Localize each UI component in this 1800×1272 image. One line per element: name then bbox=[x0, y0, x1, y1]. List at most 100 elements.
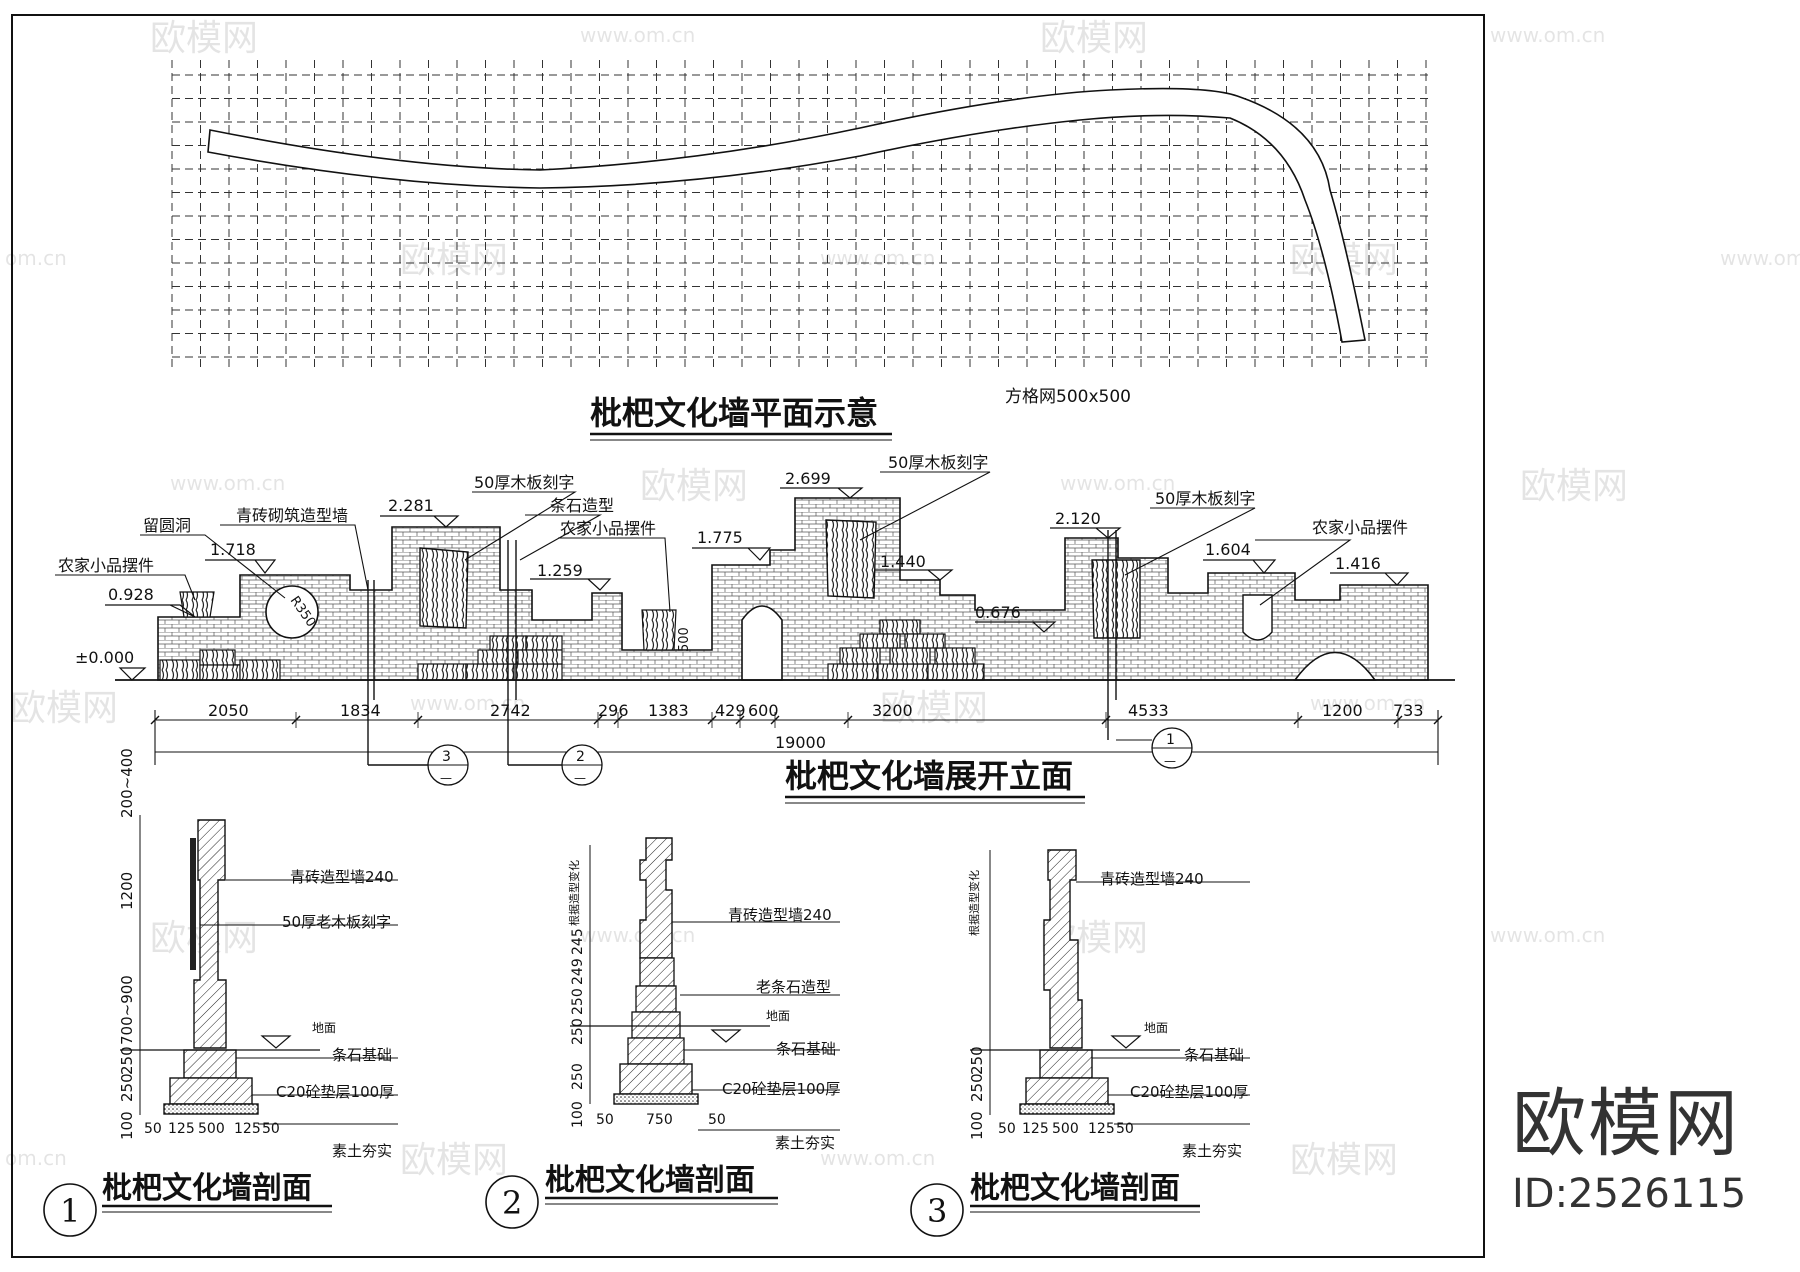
watermark-url: www.om.cn bbox=[1490, 923, 1605, 947]
section-label: C20砼垫层100厚 bbox=[1130, 1083, 1248, 1101]
dimension-value: 3200 bbox=[872, 701, 913, 720]
horizontal-dim: 500 bbox=[198, 1121, 225, 1137]
vertical-dim: 100 bbox=[570, 1101, 586, 1128]
section-mark-sheet: — bbox=[440, 771, 452, 785]
vertical-dim: 100 bbox=[118, 1111, 136, 1140]
ground-marker bbox=[260, 1035, 292, 1049]
horizontal-dim: 125 bbox=[168, 1121, 195, 1137]
watermark-url: www.om.cn bbox=[820, 246, 935, 270]
horizontal-dim: 50 bbox=[596, 1112, 614, 1128]
watermark-logo: 欧模网 bbox=[1040, 18, 1148, 59]
level-value: 1.718 bbox=[210, 540, 256, 559]
level-value: ±0.000 bbox=[75, 648, 134, 667]
level-value: 1.440 bbox=[880, 552, 926, 571]
section-title: 枇杷文化墙剖面 bbox=[545, 1163, 755, 1198]
section-number: 3 bbox=[927, 1192, 947, 1230]
watermark-url: www.om.cn bbox=[1720, 246, 1800, 270]
section-wall-hatch bbox=[1043, 849, 1083, 1049]
callout-farm-item: 农家小品摆件 bbox=[1312, 518, 1408, 537]
callout-leaders bbox=[55, 471, 1352, 613]
section-cut-lines bbox=[367, 530, 1117, 766]
dimension-values: 2050 1834 2742 296 1383 429 600 3200 453… bbox=[208, 701, 1424, 752]
horizontal-dim: 50 bbox=[708, 1112, 726, 1128]
section-label: 条石基础 bbox=[776, 1040, 836, 1058]
section-label: 青砖造型墙240 bbox=[290, 868, 394, 886]
section-mark[interactable]: 3 — bbox=[427, 744, 469, 786]
watermark-url: www.om.cn bbox=[170, 471, 285, 495]
watermark-logo: 欧模网 bbox=[150, 18, 258, 59]
dimension-value: 296 bbox=[598, 701, 629, 720]
horizontal-dim: 750 bbox=[646, 1112, 673, 1128]
level-value: 1.775 bbox=[697, 528, 743, 547]
level-value: 2.120 bbox=[1055, 509, 1101, 528]
dimension-value: 1383 bbox=[648, 701, 689, 720]
stone-foundation bbox=[1025, 1077, 1109, 1105]
round-hole bbox=[265, 585, 319, 639]
section-label: 素土夯实 bbox=[332, 1142, 392, 1160]
horizontal-dim: 50 bbox=[998, 1121, 1016, 1137]
watermark-url: www.om.cn bbox=[1490, 23, 1605, 47]
section-title: 枇杷文化墙剖面 bbox=[102, 1171, 312, 1206]
callout-brick-wall: 青砖砌筑造型墙 bbox=[236, 506, 348, 525]
vertical-dim: 250 bbox=[118, 1073, 136, 1102]
stone-blocks bbox=[159, 619, 985, 681]
vertical-dim: 250 bbox=[570, 1063, 586, 1090]
vertical-dim: 250 bbox=[570, 988, 586, 1015]
concrete-bed bbox=[1019, 1103, 1115, 1115]
level-value: 0.928 bbox=[108, 585, 154, 604]
vertical-dim: 1200 bbox=[118, 872, 136, 910]
callout-wood-board: 50厚木板刻字 bbox=[888, 453, 988, 472]
wood-board-section bbox=[190, 838, 196, 970]
stone-block-section bbox=[635, 985, 677, 1013]
plan-view: 枇杷文化墙平面示意 方格网500x500 bbox=[171, 60, 1428, 441]
dimension-value: 600 bbox=[748, 701, 779, 720]
horizontal-dim: 125 bbox=[234, 1121, 261, 1137]
section-number-circle bbox=[43, 1183, 97, 1237]
section-label: 素土夯实 bbox=[775, 1134, 835, 1152]
stone-foundation bbox=[169, 1077, 253, 1105]
farm-ornament bbox=[179, 591, 215, 618]
dimension-value: 2742 bbox=[490, 701, 531, 720]
section-mark[interactable]: 2 — bbox=[561, 744, 603, 786]
watermark-url: www.om.cn bbox=[580, 23, 695, 47]
watermark-url: www.om.cn bbox=[820, 1146, 935, 1170]
section-mark-sheet: — bbox=[574, 771, 586, 785]
vertical-dim: 250 bbox=[968, 1046, 986, 1075]
dimension-value: 1200 bbox=[1322, 701, 1363, 720]
watermark-logo: 欧模网 bbox=[640, 466, 748, 507]
section-mark-number: 2 bbox=[576, 749, 585, 765]
section-3: 根据造型变化 250 250 100 青砖造型墙240 地面 条石基础 C20砼… bbox=[910, 849, 1250, 1237]
stone-block-section bbox=[631, 1011, 681, 1039]
horizontal-dim: 50 bbox=[262, 1121, 280, 1137]
section-label: 青砖造型墙240 bbox=[728, 906, 832, 924]
section-number-circle bbox=[485, 1175, 539, 1229]
section-label: 条石基础 bbox=[1184, 1046, 1244, 1064]
section-mark[interactable]: 1 — bbox=[1116, 727, 1193, 769]
vertical-dim: 700~900 bbox=[118, 975, 136, 1045]
watermark-url: www.om.cn bbox=[1060, 471, 1175, 495]
concrete-bed bbox=[163, 1103, 259, 1115]
callout-farm-item: 农家小品摆件 bbox=[58, 556, 154, 575]
vertical-dim: 249 bbox=[570, 958, 586, 985]
stone-block-section bbox=[639, 957, 675, 987]
section-label: 地面 bbox=[312, 1021, 336, 1035]
section-label: 50厚老木板刻字 bbox=[282, 913, 391, 931]
brand-id: ID:2526115 bbox=[1512, 1171, 1747, 1217]
vertical-dim: 245 bbox=[570, 928, 586, 955]
section-note: 根据造型变化 bbox=[967, 870, 981, 936]
elevation-view: ±0.000 0.928 1.718 2.281 1.259 1.775 2.6… bbox=[55, 453, 1455, 804]
section-label: C20砼垫层100厚 bbox=[276, 1083, 394, 1101]
horizontal-dim: 500 bbox=[1052, 1121, 1079, 1137]
section-wall-hatch bbox=[639, 837, 673, 959]
section-label: 老条石造型 bbox=[756, 978, 831, 996]
section-title: 枇杷文化墙剖面 bbox=[970, 1171, 1180, 1206]
plan-wall-outline bbox=[207, 87, 1366, 343]
dimension-value: 733 bbox=[1393, 701, 1424, 720]
section-label: 素土夯实 bbox=[1182, 1142, 1242, 1160]
section-label: C20砼垫层100厚 bbox=[722, 1080, 840, 1098]
vertical-dim: 250 bbox=[968, 1073, 986, 1102]
level-value: 2.699 bbox=[785, 469, 831, 488]
callout-dimension: 500 bbox=[677, 627, 692, 652]
dimension-ticks bbox=[150, 712, 1443, 728]
